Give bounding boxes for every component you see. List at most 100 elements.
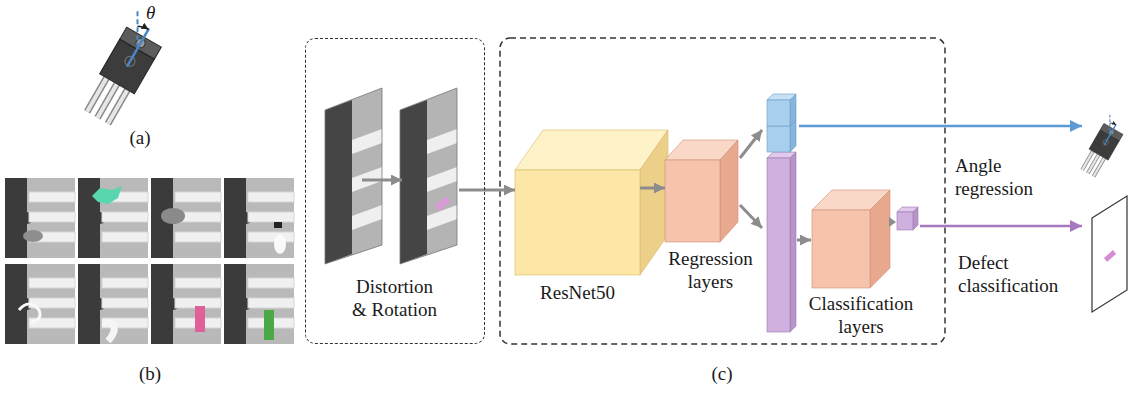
flow-arrow bbox=[740, 130, 762, 158]
block-front bbox=[665, 160, 720, 242]
block-front bbox=[767, 100, 790, 126]
output-component bbox=[1078, 114, 1125, 179]
image-lead bbox=[427, 167, 457, 192]
defect-sample bbox=[78, 264, 148, 344]
image-ground bbox=[320, 85, 390, 270]
sample-lead bbox=[102, 232, 148, 242]
lead bbox=[108, 90, 128, 124]
flow-arrow bbox=[362, 179, 402, 182]
block-front bbox=[767, 126, 790, 152]
lead-outline bbox=[108, 90, 128, 124]
sample-lead bbox=[248, 212, 294, 222]
sample-lead bbox=[248, 192, 294, 202]
group-border bbox=[500, 38, 945, 344]
image-body bbox=[325, 100, 352, 264]
sample-ground bbox=[5, 178, 75, 258]
block-front bbox=[897, 212, 913, 230]
regression-block bbox=[665, 140, 738, 242]
classification-block bbox=[812, 190, 890, 288]
defect-sample bbox=[151, 264, 221, 344]
vertical-reference bbox=[1109, 114, 1110, 135]
image-lead bbox=[352, 129, 382, 154]
block-side bbox=[870, 190, 890, 288]
angle-symbol: θ bbox=[146, 2, 168, 25]
image-border bbox=[400, 88, 457, 264]
block-side bbox=[790, 94, 796, 126]
defect-mark bbox=[274, 234, 286, 254]
image-lead bbox=[427, 129, 457, 154]
angle-vector bbox=[767, 94, 796, 126]
flow-line bbox=[459, 189, 486, 192]
sample-ground bbox=[78, 264, 148, 344]
defect-sample bbox=[224, 178, 294, 258]
sample-lead bbox=[248, 232, 294, 242]
defect-mask-mark bbox=[1104, 250, 1116, 262]
panel-label: (c) bbox=[705, 363, 739, 386]
output-label: Defect classification bbox=[958, 252, 1071, 298]
defect-mark bbox=[195, 306, 205, 332]
output-label: Angle regression bbox=[955, 155, 1046, 201]
component-body bbox=[80, 18, 166, 127]
sample-ground bbox=[78, 178, 148, 258]
block-front bbox=[515, 170, 640, 275]
sample-lead bbox=[29, 278, 75, 288]
vertical-reference bbox=[137, 10, 139, 48]
block-label: Classification layers bbox=[803, 293, 920, 339]
sample-lead bbox=[29, 192, 75, 202]
sample-lead bbox=[248, 278, 294, 288]
angle-arc bbox=[1110, 123, 1116, 125]
image-lead bbox=[427, 205, 457, 230]
block-side bbox=[790, 152, 796, 332]
sample-lead bbox=[175, 278, 221, 288]
lead bbox=[1094, 158, 1105, 177]
defect-mask-frame bbox=[1092, 196, 1127, 312]
defect-mark bbox=[19, 304, 40, 322]
block-label: Regression layers bbox=[662, 248, 759, 294]
defect-mark bbox=[264, 310, 274, 340]
defect-mark bbox=[92, 186, 122, 204]
network-block: ResNet50 bbox=[515, 170, 640, 275]
image-ground bbox=[395, 85, 465, 270]
sample-ground bbox=[224, 178, 294, 258]
flow-connector bbox=[640, 187, 665, 190]
sample-lead bbox=[102, 212, 148, 222]
defect-sample bbox=[5, 264, 75, 344]
sample-lead bbox=[29, 212, 75, 222]
sample-ground bbox=[151, 264, 221, 344]
image-border bbox=[325, 88, 382, 264]
defect-sample bbox=[5, 178, 75, 258]
layer-block: Classification layers bbox=[812, 210, 870, 288]
component-body bbox=[1078, 119, 1125, 179]
defect-mark bbox=[102, 323, 114, 341]
flow-arrow-head bbox=[889, 217, 896, 227]
block-front bbox=[812, 210, 870, 288]
defect-mark bbox=[274, 222, 282, 228]
group-box: Distortion & Rotation bbox=[305, 38, 485, 344]
flow-arrow bbox=[797, 239, 811, 242]
defect-sample bbox=[224, 264, 294, 344]
sample-ground bbox=[151, 178, 221, 258]
input-image bbox=[395, 85, 465, 270]
resnet-block bbox=[515, 130, 668, 275]
component-package bbox=[1089, 130, 1119, 160]
block-front bbox=[767, 158, 790, 332]
defect-mark bbox=[435, 196, 450, 212]
component-package bbox=[100, 39, 155, 94]
image-lead bbox=[352, 205, 382, 230]
component-illustration bbox=[80, 10, 166, 128]
feature-vector bbox=[767, 152, 796, 332]
defect-output-arrow bbox=[920, 225, 1082, 228]
sample-lead bbox=[102, 298, 148, 308]
sample-lead bbox=[248, 298, 294, 308]
panel-label: (b) bbox=[133, 363, 168, 386]
defect-mark bbox=[23, 230, 43, 242]
block-side bbox=[913, 207, 918, 230]
defect-sample bbox=[78, 178, 148, 258]
block-label: Distortion & Rotation bbox=[350, 276, 440, 322]
block-label: ResNet50 bbox=[534, 282, 621, 305]
defect-mark bbox=[161, 208, 185, 224]
sample-ground bbox=[224, 264, 294, 344]
block-side bbox=[640, 130, 668, 275]
angle-arc bbox=[138, 26, 149, 29]
